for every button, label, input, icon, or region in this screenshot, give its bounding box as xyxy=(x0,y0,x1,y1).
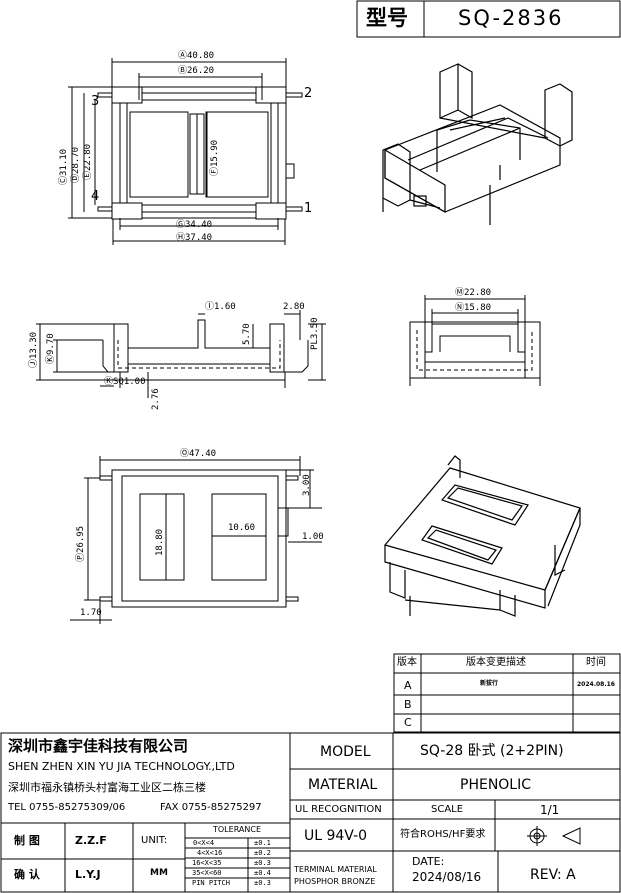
company-tel: TEL 0755-85275309/06 xyxy=(8,802,126,813)
dim-j-label: Ⓙ13.30 xyxy=(29,331,39,368)
company-name-cn: 深圳市鑫宇佳科技有限公司 xyxy=(8,737,189,755)
iso-view-top xyxy=(382,63,573,225)
dim-570-label: 5.70 xyxy=(242,323,252,345)
dim-g-label: Ⓖ34.40 xyxy=(176,220,213,230)
tolerance-range-3: 16<X<35 xyxy=(192,859,222,867)
company-address: 深圳市福永镇桥头村富海工业区二栋三楼 xyxy=(8,781,206,794)
rev-header-desc: 版本变更描述 xyxy=(466,657,526,668)
rev-header-date: 时间 xyxy=(586,657,606,668)
pin-label-3: 3 xyxy=(91,94,100,109)
rev-row-c-ver: C xyxy=(404,716,412,729)
dim-276-label: 2.76 xyxy=(151,388,161,410)
dim-1880-label: 18.80 xyxy=(155,528,165,556)
rev-row-b-ver: B xyxy=(404,698,412,711)
pin-label-4: 4 xyxy=(91,189,100,204)
terminal-label: TERMINAL MATERIAL xyxy=(294,865,377,874)
ul-value: UL 94V-0 xyxy=(304,828,368,844)
model-label: MODEL xyxy=(320,744,371,760)
dim-e-label: Ⓔ22.80 xyxy=(83,143,93,180)
title-block xyxy=(0,732,621,893)
rev-value: REV: A xyxy=(530,867,576,883)
dim-h-label: Ⓗ37.40 xyxy=(176,233,213,243)
pin-label-1: 1 xyxy=(304,201,313,216)
dim-280-label: 2.80 xyxy=(283,302,305,312)
check-by: L.Y.J xyxy=(75,868,101,881)
dim-n-label: Ⓝ15.80 xyxy=(455,303,492,313)
dim-i-label: Ⓘ1.60 xyxy=(205,302,236,312)
tolerance-value-5: ±0.3 xyxy=(254,879,271,887)
material-label: MATERIAL xyxy=(308,777,378,793)
terminal-value: PHOSPHOR BRONZE xyxy=(294,877,376,886)
unit-label: UNIT: xyxy=(141,835,168,846)
dim-b-label: Ⓑ26.20 xyxy=(178,66,215,76)
company-fax: FAX 0755-85275297 xyxy=(160,802,262,813)
dim-o-label: Ⓞ47.40 xyxy=(180,449,217,459)
side-view xyxy=(409,295,541,386)
dim-p-label: Ⓟ26.95 xyxy=(76,525,86,562)
dim-c-label: Ⓒ31.10 xyxy=(59,148,69,185)
iso-view-bottom xyxy=(383,455,581,617)
bottom-view xyxy=(70,456,322,624)
dim-d-label: Ⓓ28.70 xyxy=(71,146,81,183)
model-value: SQ-28 卧式 (2+2PIN) xyxy=(420,743,564,759)
revision-table xyxy=(393,653,621,733)
tolerance-range-2: 4<X<16 xyxy=(197,849,223,857)
dim-300-label: 3.00 xyxy=(302,474,312,496)
date-value: 2024/08/16 xyxy=(412,870,482,884)
made-label: 制 图 xyxy=(14,834,40,847)
tolerance-value-2: ±0.2 xyxy=(254,849,271,857)
projection-symbol xyxy=(527,826,581,846)
front-view xyxy=(36,310,326,398)
header-box xyxy=(356,0,621,38)
scale-label: SCALE xyxy=(431,804,464,815)
unit-value: MM xyxy=(150,868,168,878)
dim-k-label: Ⓚ9.70 xyxy=(46,333,56,364)
top-view xyxy=(68,58,303,245)
scale-value: 1/1 xyxy=(540,803,560,817)
dim-1060-label: 10.60 xyxy=(228,523,256,533)
rev-row-a-date: 2024.08.16 xyxy=(577,681,615,688)
rohs-label: 符合ROHS/HF要求 xyxy=(400,829,486,840)
dim-100-label: 1.00 xyxy=(302,532,324,542)
tolerance-value-4: ±0.4 xyxy=(254,869,271,877)
dim-170-label: 1.70 xyxy=(80,608,102,618)
tolerance-title: TOLERANCE xyxy=(213,825,262,834)
tolerance-value-3: ±0.3 xyxy=(254,859,271,867)
rev-header-version: 版本 xyxy=(397,657,417,668)
rev-row-a-ver: A xyxy=(404,679,412,692)
tolerance-range-5: PIN PITCH xyxy=(192,879,230,887)
part-number: SQ-2836 xyxy=(458,6,564,30)
dim-a-label: Ⓐ40.80 xyxy=(178,51,215,61)
pin-label-2: 2 xyxy=(304,86,313,101)
type-label: 型号 xyxy=(366,6,408,30)
date-label: DATE: xyxy=(412,855,445,868)
material-value: PHENOLIC xyxy=(460,777,532,793)
tolerance-range-4: 35<X<60 xyxy=(192,869,222,877)
tolerance-range-1: 0<X<4 xyxy=(193,839,215,847)
ul-label: UL RECOGNITION xyxy=(295,804,382,815)
made-by: Z.Z.F xyxy=(75,834,107,847)
rev-row-a-desc: 新拔行 xyxy=(480,680,499,687)
check-label: 确 认 xyxy=(14,868,40,881)
dim-sq-label: ⓀSQ1.00 xyxy=(104,377,146,387)
company-name-en: SHEN ZHEN XIN YU JIA TECHNOLOGY.,LTD xyxy=(8,760,235,773)
tolerance-value-1: ±0.1 xyxy=(254,839,271,847)
dim-pl-label: PL3.50 xyxy=(310,317,320,350)
dim-m-label: Ⓜ22.80 xyxy=(455,288,492,298)
dim-f-label: Ⓕ15.90 xyxy=(210,139,220,176)
